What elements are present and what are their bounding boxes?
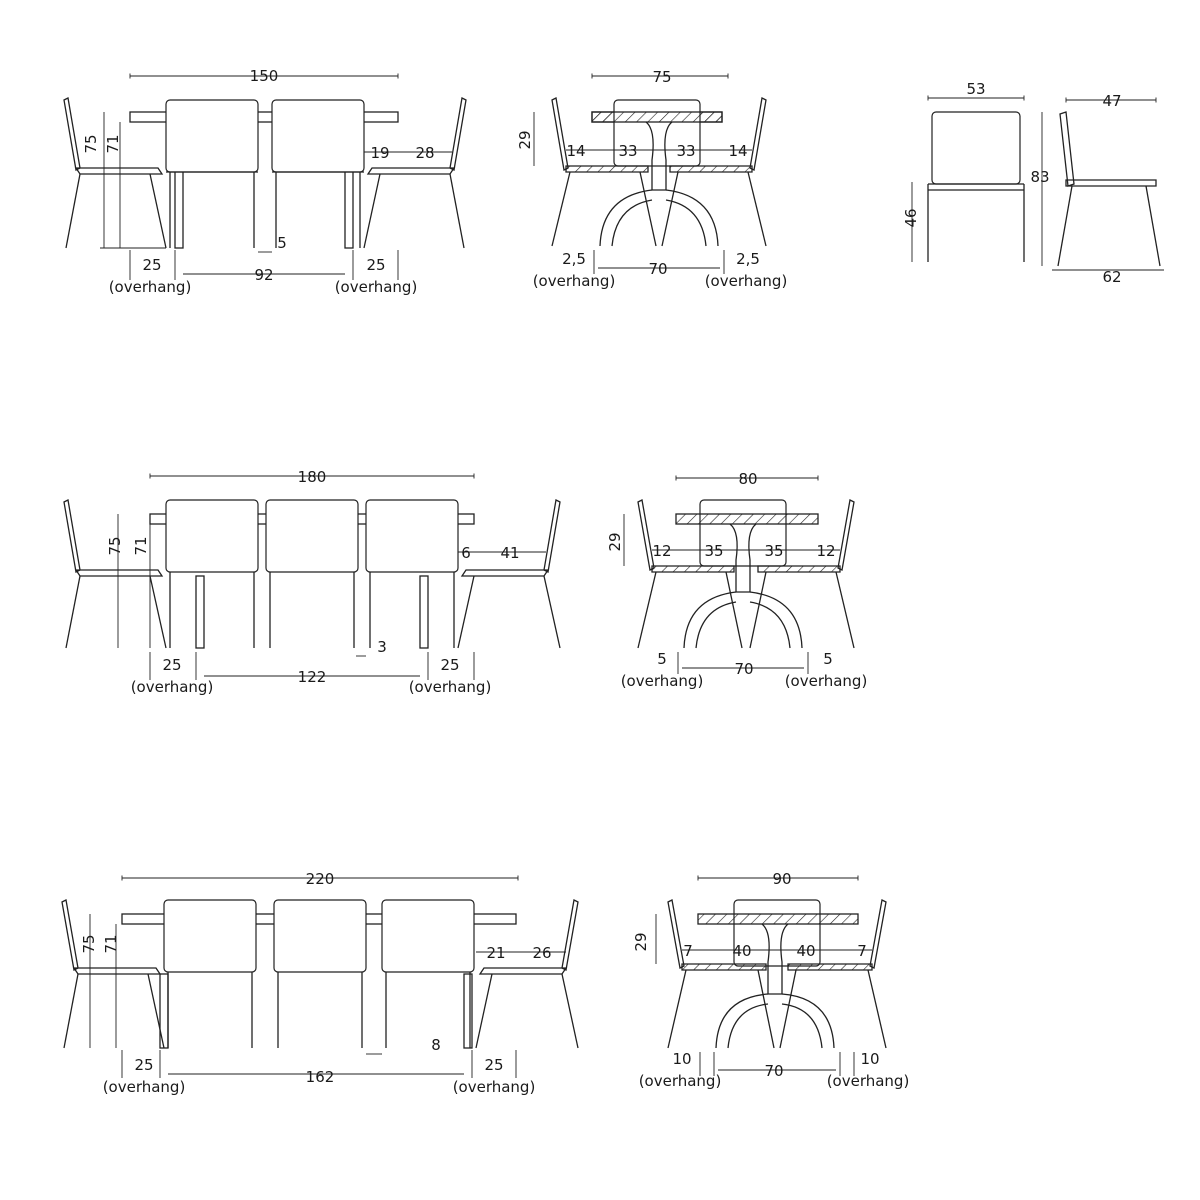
label-overhang-right: (overhang) bbox=[409, 678, 492, 696]
label-overhang-left: (overhang) bbox=[621, 672, 704, 690]
dim-m4: 14 bbox=[728, 142, 747, 160]
dim-chair-depth: 41 bbox=[500, 544, 519, 562]
dim-overhang-right: 5 bbox=[823, 650, 833, 668]
dim-chair-gap: 6 bbox=[461, 544, 471, 562]
dim-side-width: 80 bbox=[738, 470, 757, 488]
label-overhang-right: (overhang) bbox=[705, 272, 788, 290]
chair-left-end bbox=[63, 97, 167, 249]
label-overhang-right: (overhang) bbox=[785, 672, 868, 690]
label-overhang-left: (overhang) bbox=[109, 278, 192, 296]
dim-m4: 7 bbox=[857, 942, 867, 960]
row3-side-view: 90 29 7 40 40 7 10 70 10 (overhang) (ove… bbox=[632, 870, 909, 1090]
label-overhang-left: (overhang) bbox=[131, 678, 214, 696]
chair-side-view: 47 83 62 bbox=[1030, 92, 1164, 286]
dim-m1: 7 bbox=[683, 942, 693, 960]
dim-chair-seat-height: 46 bbox=[902, 208, 920, 227]
dim-total: 180 bbox=[298, 468, 327, 486]
chair-front-3 bbox=[365, 499, 459, 648]
dim-leg-span: 162 bbox=[306, 1068, 335, 1086]
dim-m3: 40 bbox=[796, 942, 815, 960]
dim-apron-height: 71 bbox=[132, 536, 150, 555]
dim-seat-height: 29 bbox=[516, 130, 534, 149]
chair-front-1 bbox=[163, 899, 257, 1048]
dim-m2: 33 bbox=[618, 142, 637, 160]
dim-base: 70 bbox=[764, 1062, 783, 1080]
chair-front-1 bbox=[165, 99, 259, 248]
dim-leg-width: 8 bbox=[431, 1036, 441, 1054]
dim-overhang-left: 2,5 bbox=[562, 250, 586, 268]
dim-leg-span: 122 bbox=[298, 668, 327, 686]
dim-table-height: 75 bbox=[106, 536, 124, 555]
dim-seat-height: 29 bbox=[632, 932, 650, 951]
dim-overhang-right: 10 bbox=[860, 1050, 879, 1068]
dim-total: 220 bbox=[306, 870, 335, 888]
dim-m1: 14 bbox=[566, 142, 585, 160]
dim-m2: 40 bbox=[732, 942, 751, 960]
dim-leg-width: 5 bbox=[277, 234, 287, 252]
dim-table-height: 75 bbox=[80, 934, 98, 953]
dim-chair-depth: 28 bbox=[415, 144, 434, 162]
dim-overhang-right: 25 bbox=[366, 256, 385, 274]
label-overhang-left: (overhang) bbox=[639, 1072, 722, 1090]
chair-front-view: 53 46 bbox=[902, 80, 1025, 262]
dim-chair-height: 83 bbox=[1030, 168, 1049, 186]
dim-overhang-right: 25 bbox=[440, 656, 459, 674]
chair-front-2 bbox=[265, 499, 359, 648]
dim-overhang-left: 25 bbox=[142, 256, 161, 274]
dim-side-width: 75 bbox=[652, 68, 671, 86]
dim-m2: 35 bbox=[704, 542, 723, 560]
dim-chair-width: 53 bbox=[966, 80, 985, 98]
dim-seat-height: 29 bbox=[606, 532, 624, 551]
chair-front-2 bbox=[273, 899, 367, 1048]
dim-m3: 35 bbox=[764, 542, 783, 560]
dim-leg-width: 3 bbox=[377, 638, 387, 656]
dim-m3: 33 bbox=[676, 142, 695, 160]
dim-apron-height: 71 bbox=[102, 934, 120, 953]
dim-chair-gap: 21 bbox=[486, 944, 505, 962]
row2-front-view: 180 75 71 6 41 3 25 122 25 (overhang) (o… bbox=[63, 468, 561, 696]
label-overhang-left: (overhang) bbox=[533, 272, 616, 290]
dim-total: 150 bbox=[250, 67, 279, 85]
label-overhang-left: (overhang) bbox=[103, 1078, 186, 1096]
dim-base: 70 bbox=[648, 260, 667, 278]
dim-overhang-right: 25 bbox=[484, 1056, 503, 1074]
label-overhang-right: (overhang) bbox=[453, 1078, 536, 1096]
row2-side-view: 80 29 12 35 35 12 5 70 5 (overhang) (ove… bbox=[606, 470, 867, 690]
dim-overhang-right: 2,5 bbox=[736, 250, 760, 268]
label-overhang-right: (overhang) bbox=[827, 1072, 910, 1090]
chair-right-end bbox=[363, 97, 467, 249]
row1-front-view: 150 75 71 19 28 5 25 92 25 (overhang) (o… bbox=[63, 67, 467, 296]
dim-apron-height: 71 bbox=[104, 134, 122, 153]
dim-m1: 12 bbox=[652, 542, 671, 560]
dim-chair-gap: 19 bbox=[370, 144, 389, 162]
dim-overhang-left: 10 bbox=[672, 1050, 691, 1068]
dim-overhang-left: 5 bbox=[657, 650, 667, 668]
dim-overhang-left: 25 bbox=[134, 1056, 153, 1074]
chair-front-2 bbox=[271, 99, 365, 248]
label-overhang-right: (overhang) bbox=[335, 278, 418, 296]
dim-chair-depth: 26 bbox=[532, 944, 551, 962]
chair-front-3 bbox=[381, 899, 475, 1048]
table-top bbox=[129, 111, 399, 123]
dim-chair-depth: 47 bbox=[1102, 92, 1121, 110]
dim-base: 70 bbox=[734, 660, 753, 678]
dim-leg-span: 92 bbox=[254, 266, 273, 284]
dim-table-height: 75 bbox=[82, 134, 100, 153]
row1-side-view: 75 29 14 33 33 14 2,5 70 2,5 (overhang) … bbox=[516, 68, 787, 290]
dim-m4: 12 bbox=[816, 542, 835, 560]
dim-overhang-left: 25 bbox=[162, 656, 181, 674]
row3-front-view: 220 75 71 21 26 8 25 162 25 (overhang) (… bbox=[61, 870, 579, 1096]
dim-side-width: 90 bbox=[772, 870, 791, 888]
chair-front-1 bbox=[165, 499, 259, 648]
dim-chair-base: 62 bbox=[1102, 268, 1121, 286]
